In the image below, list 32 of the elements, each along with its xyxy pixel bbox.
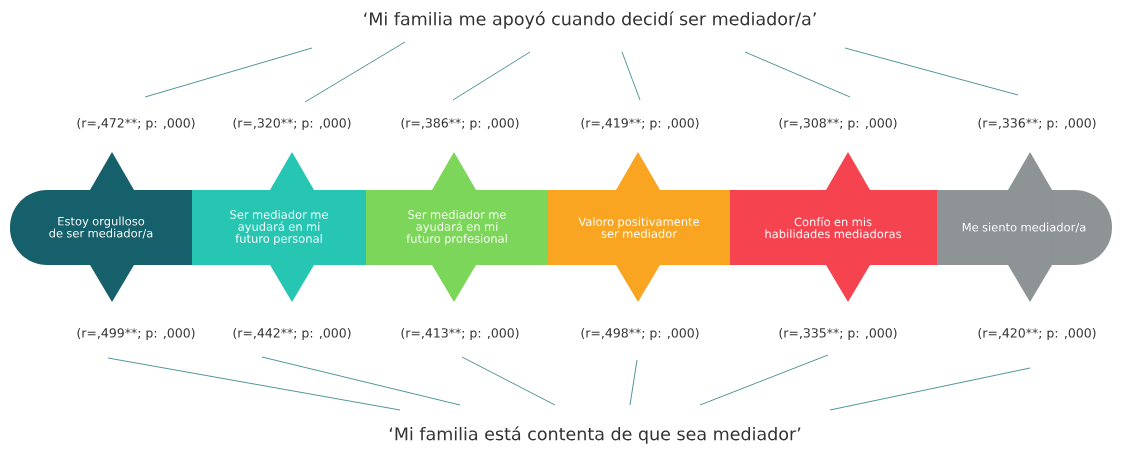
correlation-label: (r=,472**; p: ,000): [77, 117, 195, 131]
leader-line: [744, 51, 851, 98]
correlation-label: (r=,442**; p: ,000): [233, 327, 351, 341]
leader-line: [629, 359, 638, 406]
leader-line: [304, 41, 406, 103]
correlation-label: (r=,308**; p: ,000): [779, 117, 897, 131]
band-segment: Me siento mediador/a: [937, 152, 1112, 302]
leader-line: [829, 367, 1031, 411]
correlation-label: (r=,386**; p: ,000): [401, 117, 519, 131]
correlation-label: (r=,320**; p: ,000): [233, 117, 351, 131]
correlation-label: (r=,499**; p: ,000): [77, 327, 195, 341]
correlation-label: (r=,419**; p: ,000): [581, 117, 699, 131]
leader-line: [621, 51, 641, 101]
leader-line: [699, 354, 829, 406]
leader-line: [261, 356, 461, 406]
statement-text: ‘Mi familia me apoyó cuando decidí ser mediador/a’: [364, 11, 816, 29]
leader-line: [461, 356, 556, 406]
leader-line: [452, 51, 531, 101]
correlation-label: (r=,420**; p: ,000): [978, 327, 1096, 341]
correlation-label: (r=,413**; p: ,000): [401, 327, 519, 341]
band-segment: Valoro positivamente ser mediador: [548, 152, 730, 302]
band-segment: Estoy orgulloso de ser mediador/a: [10, 152, 192, 302]
band-segment: Ser mediador me ayudará en mi futuro profesional: [366, 152, 548, 302]
band-segment: Confío en mis habilidades mediadoras: [730, 152, 937, 302]
band-segment: Ser mediador me ayudará en mi futuro personal: [192, 152, 366, 302]
leader-line: [107, 357, 401, 411]
correlation-label: (r=,498**; p: ,000): [581, 327, 699, 341]
leader-line: [144, 47, 313, 98]
correlation-label: (r=,335**; p: ,000): [779, 327, 897, 341]
correlation-label: (r=,336**; p: ,000): [978, 117, 1096, 131]
statement-text: ‘Mi familia está contenta de que sea mediador’: [389, 426, 801, 444]
leader-line: [844, 47, 1019, 96]
